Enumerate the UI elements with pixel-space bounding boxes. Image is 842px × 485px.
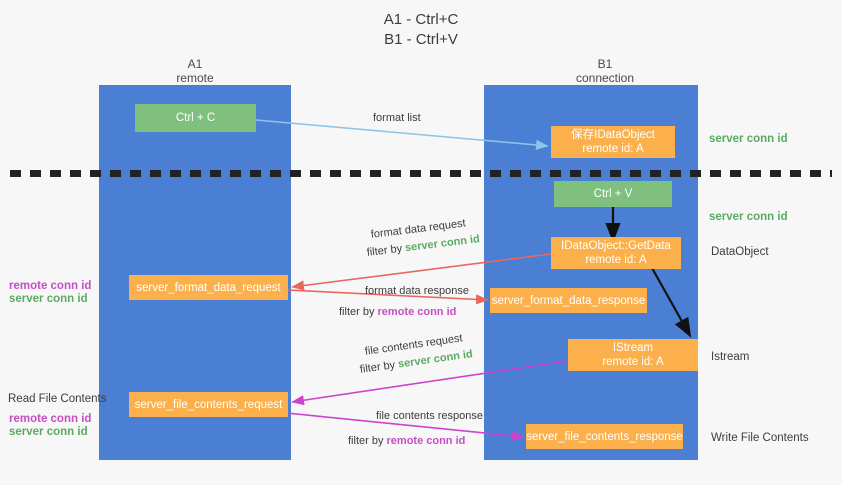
filter-prefix: filter by [348,435,387,447]
box-idataobject-getdata-sub: remote id: A [585,254,647,266]
right-label-istream: Istream [711,351,750,363]
edge-label-file-contents-response-text: file contents response [376,410,484,422]
box-server-format-data-request-label: server_format_data_request [136,281,281,294]
box-ctrl-v[interactable]: Ctrl + V [554,181,672,207]
filter-prefix: filter by [359,358,399,376]
edge-label-file-contents-response-filter: filter by remote conn id [348,434,465,448]
right-label-server-conn-id-mid: server conn id [709,211,788,223]
box-server-format-data-response-label: server_format_data_response [491,294,646,307]
column-a1-name: A1 [187,57,203,71]
edge-label-format-data-response: format data response [365,284,469,298]
box-istream-sub: remote id: A [602,356,664,368]
title-line-1: A1 - Ctrl+C [383,11,459,28]
left-label-remote-conn-id-upper: remote conn id [9,280,92,292]
column-b1-sub: connection [575,71,635,85]
divider-dashed-line [10,170,832,177]
box-idataobject-getdata-label: IDataObject::GetData [561,240,671,252]
filter-prefix: filter by [366,242,406,259]
box-save-idataobject-sub: remote id: A [582,143,644,155]
column-header-b1: B1 connection [525,57,685,85]
box-server-file-contents-request[interactable]: server_file_contents_request [129,392,288,417]
box-ctrl-v-label: Ctrl + V [593,188,633,200]
edge-label-format-list-text: format list [373,112,421,124]
box-istream[interactable]: IStream remote id: A [568,339,698,371]
filter-prefix: filter by [339,306,378,318]
box-idataobject-getdata[interactable]: IDataObject::GetData remote id: A [551,237,681,269]
column-b1-name: B1 [597,57,613,71]
box-server-file-contents-response[interactable]: server_file_contents_response [526,424,683,449]
box-save-idataobject-label: 保存IDataObject [571,129,655,141]
page-title: A1 - Ctrl+C B1 - Ctrl+V [0,10,842,50]
box-ctrl-c[interactable]: Ctrl + C [135,104,256,132]
filter-key-remote-conn-id: remote conn id [377,306,457,318]
right-label-write-file-contents: Write File Contents [711,432,809,444]
left-label-read-file-contents: Read File Contents [8,393,107,405]
edge-label-file-contents-response: file contents response [376,409,483,423]
box-server-format-data-response[interactable]: server_format_data_response [490,288,647,313]
box-server-file-contents-response-label: server_file_contents_response [526,430,683,443]
column-a1-sub: remote [176,71,214,85]
left-label-server-conn-id-lower: server conn id [9,426,88,438]
filter-key-remote-conn-id: remote conn id [386,435,466,447]
column-header-a1: A1 remote [115,57,275,85]
left-label-remote-conn-id-lower: remote conn id [9,413,92,425]
right-label-dataobject: DataObject [711,246,769,258]
box-server-format-data-request[interactable]: server_format_data_request [129,275,288,300]
box-istream-label: IStream [612,342,654,354]
box-server-file-contents-request-label: server_file_contents_request [134,398,283,411]
box-save-idataobject[interactable]: 保存IDataObject remote id: A [551,126,675,158]
edge-label-format-data-response-filter: filter by remote conn id [339,305,456,319]
right-label-server-conn-id-top: server conn id [709,133,788,145]
edge-label-format-list: format list [373,111,421,125]
box-ctrl-c-label: Ctrl + C [175,112,216,124]
left-label-server-conn-id-upper: server conn id [9,293,88,305]
title-line-2: B1 - Ctrl+V [384,31,458,48]
edge-label-format-data-response-text: format data response [365,285,469,297]
